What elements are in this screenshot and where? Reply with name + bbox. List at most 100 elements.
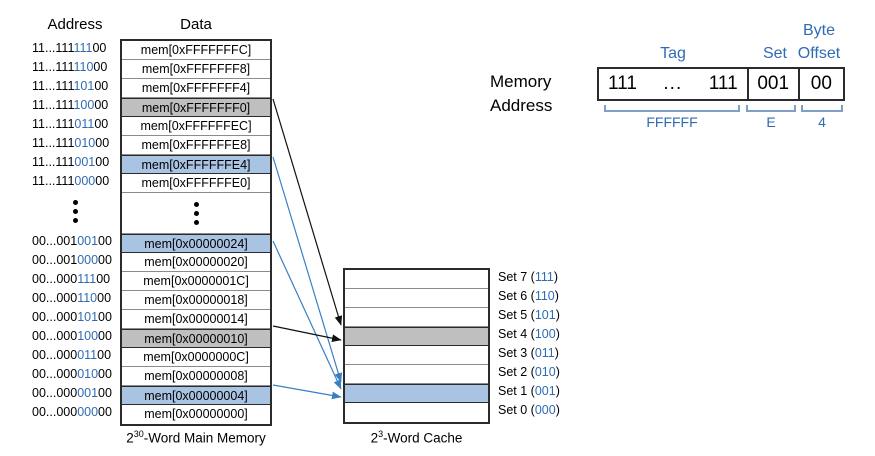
address-tag-bits: 00...000 bbox=[32, 329, 78, 343]
address-label: 11...11110100 bbox=[32, 77, 118, 96]
memory-data-row: mem[0xFFFFFFF4] bbox=[122, 79, 270, 98]
address-tag-bits: 00...001 bbox=[32, 253, 78, 267]
cache-set-row bbox=[345, 365, 488, 384]
memory-data-row: mem[0x00000008] bbox=[122, 367, 270, 386]
address-offset-bits: 00 bbox=[94, 117, 109, 131]
cache-set-label: Set 7 (111) bbox=[498, 268, 560, 287]
offset-hex-label: 4 bbox=[818, 114, 826, 130]
cache-set-row bbox=[345, 308, 488, 327]
byte-caption: Byte bbox=[802, 22, 835, 39]
address-tag-field: 111 ... 111 bbox=[599, 69, 749, 99]
address-tag-bits: 11...111 bbox=[32, 41, 74, 55]
cache-set-row bbox=[345, 270, 488, 289]
data-header-text: Data bbox=[180, 16, 212, 33]
address-label: 11...11100100 bbox=[32, 153, 118, 172]
set-paren-close: ) bbox=[553, 270, 559, 284]
address-set-bits: 111 bbox=[77, 272, 97, 286]
arrow-low-blue-to-set1 bbox=[272, 240, 342, 390]
address-set-bits: 001 bbox=[74, 155, 96, 169]
address-label: 00...00001000 bbox=[32, 365, 118, 384]
memory-data-row: mem[0x00000010] bbox=[122, 329, 270, 348]
address-label: 00...00001100 bbox=[32, 346, 118, 365]
cache-set-row bbox=[345, 384, 488, 403]
address-offset-bits: 00 bbox=[97, 348, 112, 362]
address-offset-bits: 00 bbox=[95, 155, 110, 169]
set-index-bits: 000 bbox=[534, 403, 556, 417]
address-offset-bits: 00 bbox=[94, 98, 109, 112]
main-memory-table: mem[0xFFFFFFFC]mem[0xFFFFFFF8]mem[0xFFFF… bbox=[120, 39, 272, 426]
address-offset-bits: 00 bbox=[94, 79, 109, 93]
address-set-bits: 011 bbox=[74, 117, 95, 131]
address-field-box: 111 ... 111 001 00 bbox=[597, 67, 845, 101]
set-hex-label: E bbox=[766, 114, 776, 130]
tag-left-bits: 111 bbox=[608, 73, 637, 94]
address-offset-bits: 00 bbox=[95, 136, 110, 150]
address-set-field: 001 bbox=[749, 69, 800, 99]
address-set-bits: 100 bbox=[77, 329, 99, 343]
memory-ellipsis-row bbox=[122, 193, 270, 234]
address-label: 00...00011000 bbox=[32, 289, 118, 308]
set-paren-close: ) bbox=[555, 327, 560, 341]
memory-data-row: mem[0x0000001C] bbox=[122, 272, 270, 291]
memory-data-row: mem[0xFFFFFFEC] bbox=[122, 117, 270, 136]
data-column-header: Data bbox=[120, 16, 272, 33]
address-set-bits: 101 bbox=[73, 79, 95, 93]
address-offset-bits: 00 bbox=[98, 405, 112, 419]
cache-caption-base: 2 bbox=[370, 430, 379, 446]
set-name: Set 6 ( bbox=[498, 289, 535, 303]
set-brace bbox=[746, 105, 796, 112]
memory-data-row: mem[0x0000000C] bbox=[122, 348, 270, 367]
address-set-bits: 000 bbox=[74, 174, 96, 188]
memory-address-label-line1: Memory bbox=[490, 72, 552, 91]
address-label: 11...11111000 bbox=[32, 58, 118, 77]
memory-data-row: mem[0xFFFFFFFC] bbox=[122, 41, 270, 60]
memory-data-row: mem[0xFFFFFFF0] bbox=[122, 98, 270, 117]
memory-data-row: mem[0x00000024] bbox=[122, 234, 270, 253]
cache-set-row bbox=[345, 403, 488, 422]
tag-hex-label: FFFFFF bbox=[646, 114, 698, 130]
address-label: 11...11101000 bbox=[32, 134, 118, 153]
memory-caption-exponent: 30 bbox=[133, 429, 144, 439]
address-tag-bits: 11...111 bbox=[32, 60, 74, 74]
arrow-high-gray-to-set4 bbox=[272, 98, 343, 326]
cache-set-label: Set 2 (010) bbox=[498, 363, 560, 382]
address-offset-bits: 00 bbox=[95, 174, 110, 188]
memory-caption-rest: -Word Main Memory bbox=[143, 430, 266, 446]
address-tag-bits: 11...111 bbox=[32, 174, 75, 188]
address-tag-bits: 00...001 bbox=[32, 234, 78, 248]
address-label: 11...11100000 bbox=[32, 172, 118, 191]
address-set-bits: 001 bbox=[77, 234, 99, 248]
tag-brace bbox=[604, 105, 740, 112]
address-tag-bits: 00...000 bbox=[32, 386, 78, 400]
memory-data-row: mem[0xFFFFFFE8] bbox=[122, 136, 270, 155]
cache-table bbox=[343, 268, 490, 424]
address-offset-bits: 00 bbox=[98, 253, 112, 267]
cache-set-label: Set 1 (001) bbox=[498, 382, 560, 401]
address-set-bits: 011 bbox=[77, 348, 98, 362]
cache-set-label: Set 4 (100) bbox=[498, 325, 560, 344]
set-paren-close: ) bbox=[555, 403, 560, 417]
main-memory-caption: 230-Word Main Memory bbox=[120, 429, 272, 446]
set-index-bits: 011 bbox=[534, 346, 555, 360]
address-label: 11...11110000 bbox=[32, 96, 118, 115]
address-offset-bits: 00 bbox=[98, 329, 112, 343]
set-paren-close: ) bbox=[555, 365, 560, 379]
address-offset-field: 00 bbox=[810, 73, 832, 94]
cache-set-label-list: Set 7 (111)Set 6 (110)Set 5 (101)Set 4 (… bbox=[498, 268, 560, 420]
arrow-high-blue-to-set1 bbox=[272, 156, 343, 383]
set-index-bits: 001 bbox=[534, 384, 556, 398]
address-column-header: Address bbox=[32, 16, 118, 33]
set-name: Set 2 ( bbox=[498, 365, 535, 379]
address-label: 00...00011100 bbox=[32, 270, 118, 289]
address-header-text: Address bbox=[47, 16, 103, 33]
address-offset-bits: 00 bbox=[96, 272, 111, 286]
set-index-bits: 101 bbox=[534, 308, 556, 322]
set-name: Set 5 ( bbox=[498, 308, 535, 322]
set-paren-close: ) bbox=[555, 384, 560, 398]
memory-data-row: mem[0x00000004] bbox=[122, 386, 270, 405]
cache-caption-exponent: 3 bbox=[378, 429, 384, 439]
address-offset-bits: 00 bbox=[98, 310, 112, 324]
cache-caption-rest: -Word Cache bbox=[383, 430, 463, 446]
memory-data-row: mem[0xFFFFFFE4] bbox=[122, 155, 270, 174]
address-tag-bits: 11...111 bbox=[32, 136, 75, 150]
